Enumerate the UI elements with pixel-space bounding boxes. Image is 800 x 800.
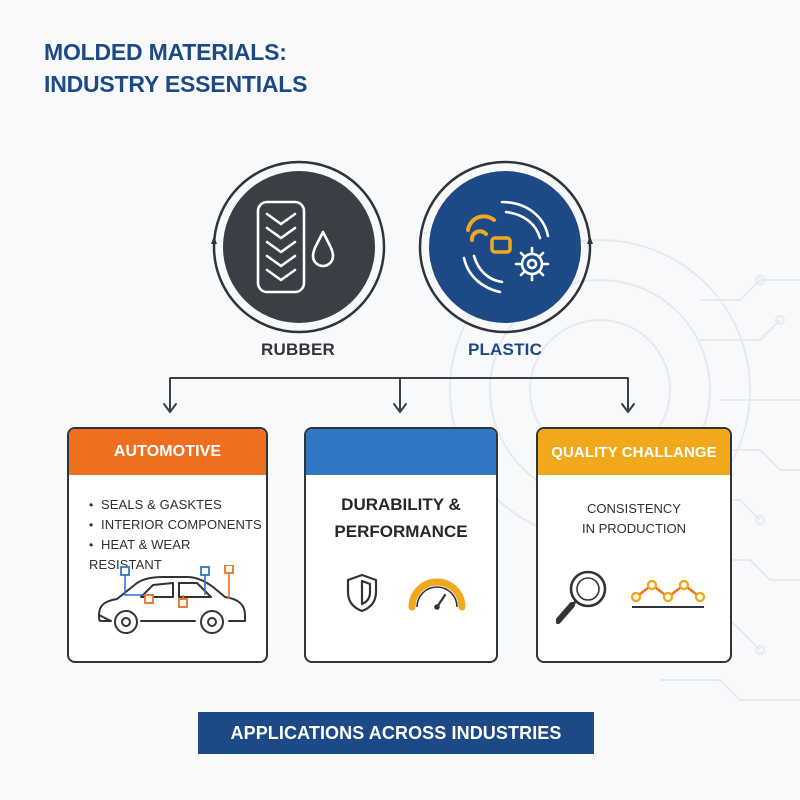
- durability-card: DURABILITY & PERFORMANCE: [304, 427, 498, 663]
- footer-banner: APPLICATIONS ACROSS INDUSTRIES: [198, 712, 594, 754]
- quality-header: QUALITY CHALLANGE: [538, 429, 730, 475]
- list-item: INTERIOR COMPONENTS: [89, 515, 266, 535]
- plastic-parts-icon: [418, 160, 593, 334]
- rubber-circle: [210, 158, 388, 336]
- plastic-circle: [416, 158, 594, 336]
- list-item: HEAT & WEAR RESISTANT: [89, 535, 266, 574]
- durability-header: [306, 429, 496, 475]
- title-line-2: INDUSTRY ESSENTIALS: [44, 71, 308, 97]
- rubber-tire-icon: [211, 160, 386, 334]
- trend-line-icon: [630, 579, 706, 608]
- gauge-icon: [408, 578, 466, 611]
- automotive-header: AUTOMOTIVE: [69, 429, 266, 475]
- durability-title: DURABILITY & PERFORMANCE: [306, 491, 496, 545]
- quality-text-line-1: CONSISTENCY: [587, 501, 681, 516]
- magnifier-icon: [556, 570, 607, 624]
- quality-card: QUALITY CHALLANGE CONSISTENCY IN PRODUCT…: [536, 427, 732, 663]
- shield-icon: [346, 573, 378, 613]
- list-item: SEALS & GASKTES: [89, 495, 266, 515]
- quality-text-line-2: IN PRODUCTION: [582, 521, 686, 536]
- page-title: MOLDED MATERIALS: INDUSTRY ESSENTIALS: [44, 36, 307, 100]
- durability-title-line-1: DURABILITY &: [341, 495, 461, 514]
- quality-text: CONSISTENCY IN PRODUCTION: [538, 499, 730, 539]
- durability-title-line-2: PERFORMANCE: [334, 522, 468, 541]
- rubber-label: RUBBER: [261, 340, 335, 359]
- title-line-1: MOLDED MATERIALS:: [44, 39, 287, 65]
- automotive-card: AUTOMOTIVE SEALS & GASKTES INTERIOR COMP…: [67, 427, 268, 663]
- automotive-bullet-list: SEALS & GASKTES INTERIOR COMPONENTS HEAT…: [69, 475, 266, 574]
- plastic-label: PLASTIC: [467, 340, 543, 359]
- car-icon: [98, 565, 246, 634]
